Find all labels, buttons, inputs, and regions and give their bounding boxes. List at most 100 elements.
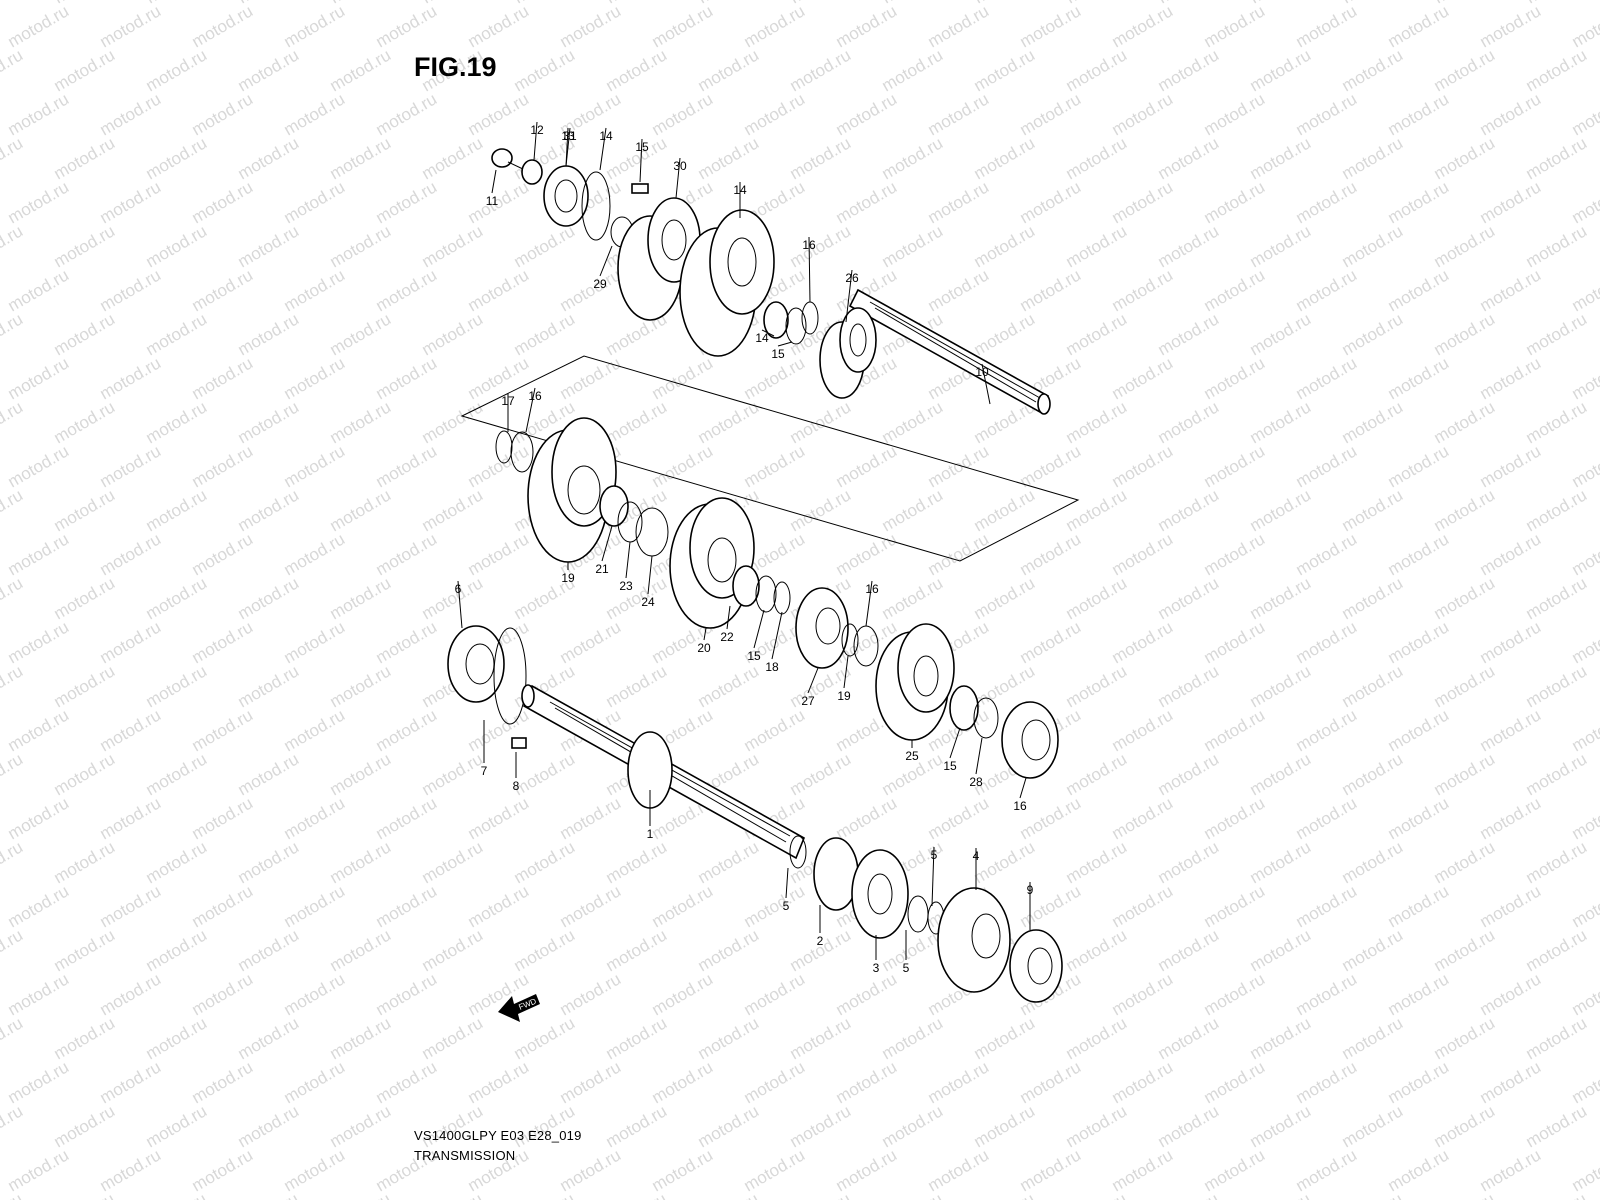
watermark-text: motod.ru — [465, 1, 533, 51]
callout-leader — [726, 605, 731, 630]
watermark-text: motod.ru — [1385, 1145, 1453, 1195]
watermark-text: motod.ru — [557, 1145, 625, 1195]
watermark-text: motod.ru — [925, 89, 993, 139]
watermark-text: motod.ru — [1569, 89, 1600, 139]
watermark-text: motod.ru — [97, 1057, 165, 1107]
callout: 8 — [513, 752, 520, 793]
callout-leader — [703, 627, 707, 641]
watermark-text: motod.ru — [373, 177, 441, 227]
watermark-text: motod.ru — [1477, 793, 1545, 843]
watermark-text: motod.ru — [1017, 1, 1085, 51]
callout: 14 — [755, 329, 775, 345]
watermark-text: motod.ru — [879, 1189, 947, 1200]
watermark-text: motod.ru — [235, 485, 303, 535]
watermark-text: motod.ru — [281, 969, 349, 1019]
watermark-text: motod.ru — [235, 573, 303, 623]
watermark-text: motod.ru — [1155, 45, 1223, 95]
watermark-text: motod.ru — [833, 177, 901, 227]
watermark-text: motod.ru — [1385, 1, 1453, 51]
watermark-text: motod.ru — [649, 1145, 717, 1195]
watermark-text: motod.ru — [1339, 133, 1407, 183]
watermark-text: motod.ru — [143, 749, 211, 799]
watermark-text: motod.ru — [1063, 573, 1131, 623]
watermark-text: motod.ru — [1385, 793, 1453, 843]
watermark-text: motod.ru — [1569, 441, 1600, 491]
callout: 5 — [903, 930, 910, 975]
callout-number: 16 — [865, 582, 879, 596]
watermark-text: motod.ru — [1431, 45, 1499, 95]
callout-leader — [777, 341, 793, 347]
watermark-text: motod.ru — [143, 309, 211, 359]
watermark-text: motod.ru — [1385, 881, 1453, 931]
callout: 31 — [563, 127, 577, 167]
callout-leader — [949, 727, 961, 759]
callout-number: 3 — [873, 961, 880, 975]
watermark-text: motod.ru — [741, 705, 809, 755]
watermark-text: motod.ru — [97, 177, 165, 227]
callout-leader — [865, 580, 873, 627]
watermark-text: motod.ru — [603, 925, 671, 975]
watermark-text: motod.ru — [5, 1, 73, 51]
callout-number: 7 — [481, 764, 488, 778]
watermark-text: motod.ru — [235, 221, 303, 271]
callout-number: 14 — [733, 183, 747, 197]
watermark-text: motod.ru — [603, 1189, 671, 1200]
callout-number: 2 — [817, 934, 824, 948]
watermark-text: motod.ru — [557, 1057, 625, 1107]
callout-number: 15 — [635, 140, 649, 154]
watermark-text: motod.ru — [1017, 177, 1085, 227]
watermark-text: motod.ru — [1293, 265, 1361, 315]
watermark-text: motod.ru — [1063, 397, 1131, 447]
washer-15 — [785, 307, 807, 345]
callout-number: 24 — [641, 595, 655, 609]
watermark-text: motod.ru — [1155, 397, 1223, 447]
watermark-text: motod.ru — [0, 661, 26, 711]
callout: 16 — [802, 236, 816, 303]
watermark-text: motod.ru — [649, 881, 717, 931]
callout-leader — [761, 329, 775, 337]
watermark-text: motod.ru — [1569, 1145, 1600, 1195]
watermark-text: motod.ru — [1109, 177, 1177, 227]
watermark-text: motod.ru — [327, 221, 395, 271]
watermark-text: motod.ru — [281, 441, 349, 491]
watermark-text: motod.ru — [0, 397, 26, 447]
watermark-text: motod.ru — [281, 529, 349, 579]
washer-25 — [973, 697, 999, 739]
watermark-text: motod.ru — [0, 309, 26, 359]
watermark-text: motod.ru — [833, 793, 901, 843]
watermark-text: motod.ru — [1293, 881, 1361, 931]
watermark-text: motod.ru — [143, 45, 211, 95]
washer-15-c — [755, 575, 777, 613]
watermark-text: motod.ru — [1155, 485, 1223, 535]
watermark-text: motod.ru — [1293, 1057, 1361, 1107]
watermark-text: motod.ru — [189, 177, 257, 227]
watermark-text: motod.ru — [1155, 749, 1223, 799]
watermark-text: motod.ru — [1385, 617, 1453, 667]
watermark-text: motod.ru — [1063, 749, 1131, 799]
watermark-text: motod.ru — [1431, 309, 1499, 359]
callout: 21 — [595, 525, 613, 576]
watermark-text: motod.ru — [373, 793, 441, 843]
watermark-text: motod.ru — [1385, 705, 1453, 755]
watermark-text: motod.ru — [143, 573, 211, 623]
watermark-text: motod.ru — [0, 1013, 26, 1063]
watermark-text: motod.ru — [1109, 441, 1177, 491]
watermark-text: motod.ru — [1431, 749, 1499, 799]
watermark-text: motod.ru — [787, 397, 855, 447]
watermark-text: motod.ru — [373, 265, 441, 315]
callout: 10 — [975, 363, 991, 405]
watermark-text: motod.ru — [511, 1101, 579, 1151]
watermark-text: motod.ru — [419, 925, 487, 975]
callout: 26 — [845, 269, 859, 323]
watermark-text: motod.ru — [1063, 661, 1131, 711]
watermark-text: motod.ru — [603, 397, 671, 447]
watermark-text: motod.ru — [373, 881, 441, 931]
watermark-text: motod.ru — [5, 265, 73, 315]
watermark-text: motod.ru — [557, 969, 625, 1019]
watermark-text: motod.ru — [327, 1189, 395, 1200]
callout-leader — [675, 157, 681, 199]
watermark-text: motod.ru — [1109, 529, 1177, 579]
watermark-text: motod.ru — [787, 45, 855, 95]
